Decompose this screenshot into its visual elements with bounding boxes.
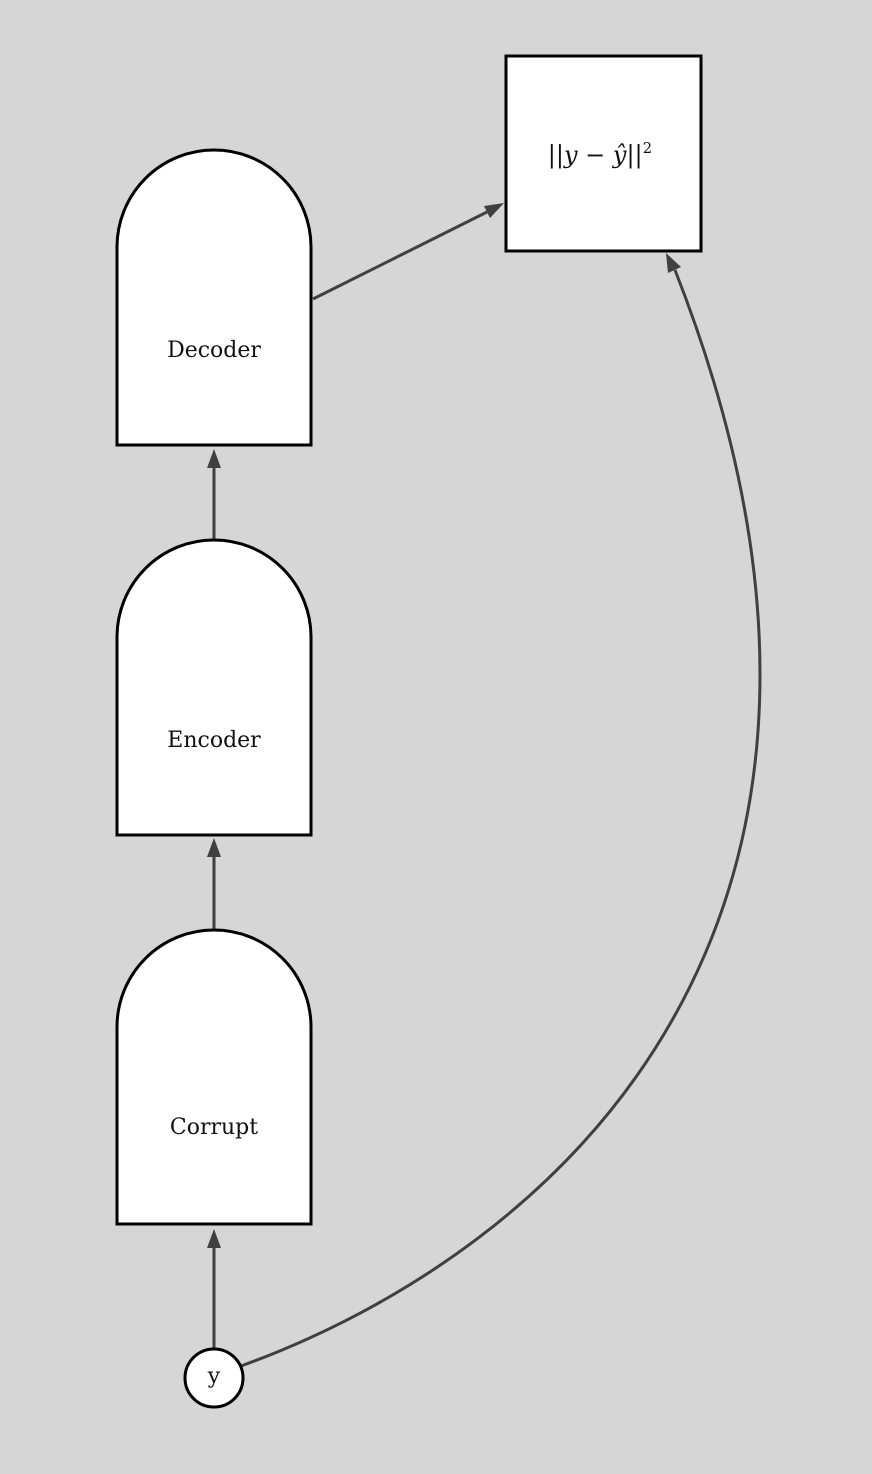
input-circle	[183, 1347, 245, 1409]
arrowhead-corrupt	[207, 1229, 221, 1248]
edge-input-to-loss	[240, 269, 762, 1368]
arrowhead-loss-left	[484, 203, 504, 218]
encoder-node: Encoder	[115, 538, 313, 837]
loss-formula: ||y − ŷ||2	[548, 139, 652, 170]
loss-y-hat: ŷ	[612, 141, 627, 169]
decoder-label: Decoder	[167, 338, 261, 363]
loss-node: ||y − ŷ||2	[504, 54, 703, 253]
decoder-shape	[115, 148, 313, 447]
corrupt-shape	[115, 928, 313, 1226]
edges	[207, 203, 762, 1368]
loss-open-bars: ||	[548, 141, 564, 170]
arrowhead-loss-bottom	[666, 253, 681, 273]
input-node: y	[183, 1347, 245, 1409]
corrupt-node: Corrupt	[115, 928, 313, 1226]
arrowhead-encoder	[207, 838, 221, 857]
edge-decoder-to-loss	[312, 210, 488, 301]
loss-minus: −	[578, 141, 613, 169]
encoder-shape	[115, 538, 313, 837]
corrupt-label: Corrupt	[170, 1115, 258, 1140]
loss-exponent: 2	[643, 139, 653, 157]
encoder-label: Encoder	[167, 728, 261, 753]
loss-box	[504, 54, 703, 253]
input-label: y	[207, 1364, 221, 1389]
loss-y: y	[563, 141, 578, 169]
decoder-node: Decoder	[115, 148, 313, 447]
loss-close-bars: ||	[626, 141, 642, 170]
arrowhead-decoder	[207, 449, 221, 468]
